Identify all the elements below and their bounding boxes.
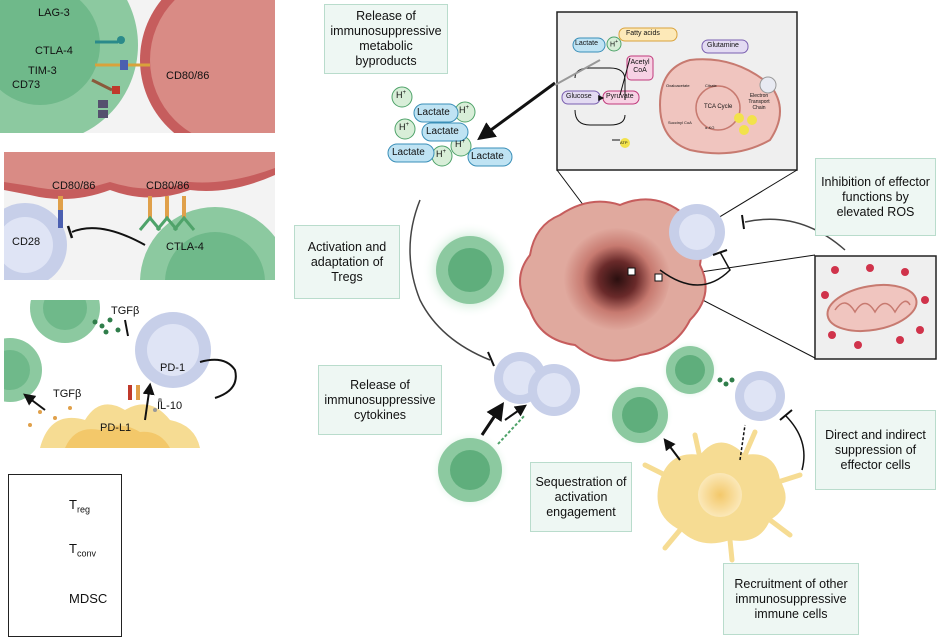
meta-glutamine: Glutamine xyxy=(707,42,739,49)
meta-citrate: Citrate xyxy=(705,83,717,88)
meta-atp: ATP xyxy=(620,140,628,145)
panel-c-pd1-label: PD-1 xyxy=(160,362,186,374)
direct-indirect-box: Direct and indirect suppression of effec… xyxy=(815,410,936,490)
release-byproducts-box: Release of immunosuppressive metabolic b… xyxy=(324,4,448,74)
panel-a-cd73-label: CD73 xyxy=(12,79,41,91)
panel-c-tgfb-left: TGFβ xyxy=(53,388,82,400)
legend-mdsc-label: MDSC xyxy=(69,591,108,606)
metabolite-h-3: H+ xyxy=(399,122,410,132)
panel-c-il10-label: IL-10 xyxy=(157,400,183,412)
panel-b-ctla4-label: CTLA-4 xyxy=(166,241,204,253)
metabolite-h-4: H+ xyxy=(455,139,466,149)
meta-akg: α-KG xyxy=(705,125,715,130)
meta-fatty-acids: Fatty acids xyxy=(626,30,660,37)
legend-tconv-label: Tconv xyxy=(69,541,96,559)
sequestration-box: Sequestration of activation engagement xyxy=(530,462,632,532)
legend: Treg Tconv MDSC xyxy=(8,474,122,637)
meta-tca-cycle: TCA Cycle xyxy=(704,104,733,110)
metabolite-h-1: H+ xyxy=(396,90,407,100)
metabolite-h-2: H+ xyxy=(459,105,470,115)
release-cytokines-box: Release of immunosuppressive cytokines xyxy=(318,365,442,435)
metabolite-lactate-4: Lactate xyxy=(471,151,504,162)
meta-h: H+ xyxy=(610,39,618,49)
metabolite-lactate-3: Lactate xyxy=(392,147,425,158)
metabolite-lactate-1: Lactate xyxy=(417,107,450,118)
panel-a-ctla4-label: CTLA-4 xyxy=(35,45,73,57)
metabolite-lactate-2: Lactate xyxy=(426,126,459,137)
meta-lactate: Lactate xyxy=(575,40,598,47)
panel-a-lag3-label: LAG-3 xyxy=(38,7,70,19)
meta-pyruvate: Pyruvate xyxy=(606,93,634,100)
inhibition-ros-box: Inhibition of effector functions by elev… xyxy=(815,158,936,236)
panel-c-pdl1-label: PD-L1 xyxy=(100,422,132,434)
panel-a-cd8086-label: CD80/86 xyxy=(166,70,210,82)
panel-c-tgfb-top: TGFβ xyxy=(111,305,140,317)
panel-b-cd8086-left: CD80/86 xyxy=(52,180,96,192)
recruitment-box: Recruitment of other immunosuppressive i… xyxy=(723,563,859,635)
meta-glucose: Glucose xyxy=(566,93,592,100)
panel-b-cd28-label: CD28 xyxy=(12,236,41,248)
legend-treg-label: Treg xyxy=(69,497,90,515)
activation-tregs-box: Activation and adaptation of Tregs xyxy=(294,225,400,299)
metabolite-h-5: H+ xyxy=(436,149,447,159)
meta-acetyl-coa: Acetyl CoA xyxy=(630,59,650,74)
panel-b-cd8086-right: CD80/86 xyxy=(146,180,190,192)
meta-succinyl-coa: Succinyl CoA xyxy=(668,120,692,125)
meta-oxaloacetate: Oxaloacetate xyxy=(666,83,690,88)
panel-a-tim3-label: TIM-3 xyxy=(28,65,57,77)
meta-etc: Electron Transport Chain xyxy=(748,93,770,111)
